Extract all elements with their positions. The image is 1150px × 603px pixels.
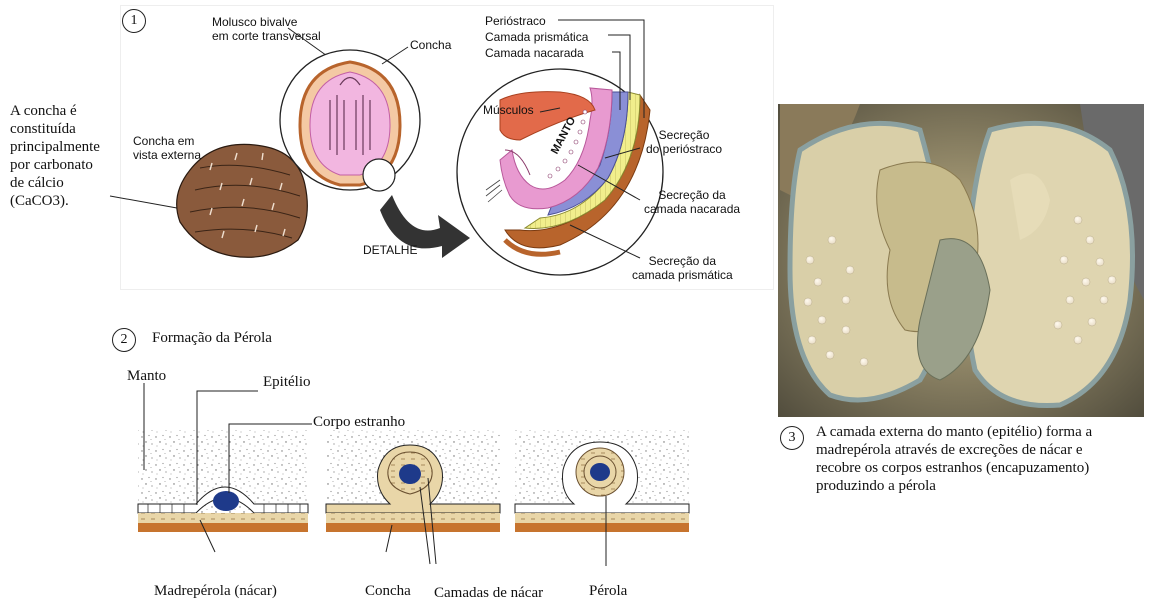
panel-3-number: 3 — [780, 426, 804, 450]
caption-line-4: produzindo a pérola — [816, 477, 1146, 495]
caption-line-3: recobre os corpos estranhos (encapuzamen… — [816, 459, 1146, 477]
pearl-formation-caption: A camada externa do manto (epitélio) for… — [816, 423, 1146, 495]
caption-line-2: madrepérola através de excreções de náca… — [816, 441, 1146, 459]
caption-line-1: A camada externa do manto (epitélio) for… — [816, 423, 1146, 441]
